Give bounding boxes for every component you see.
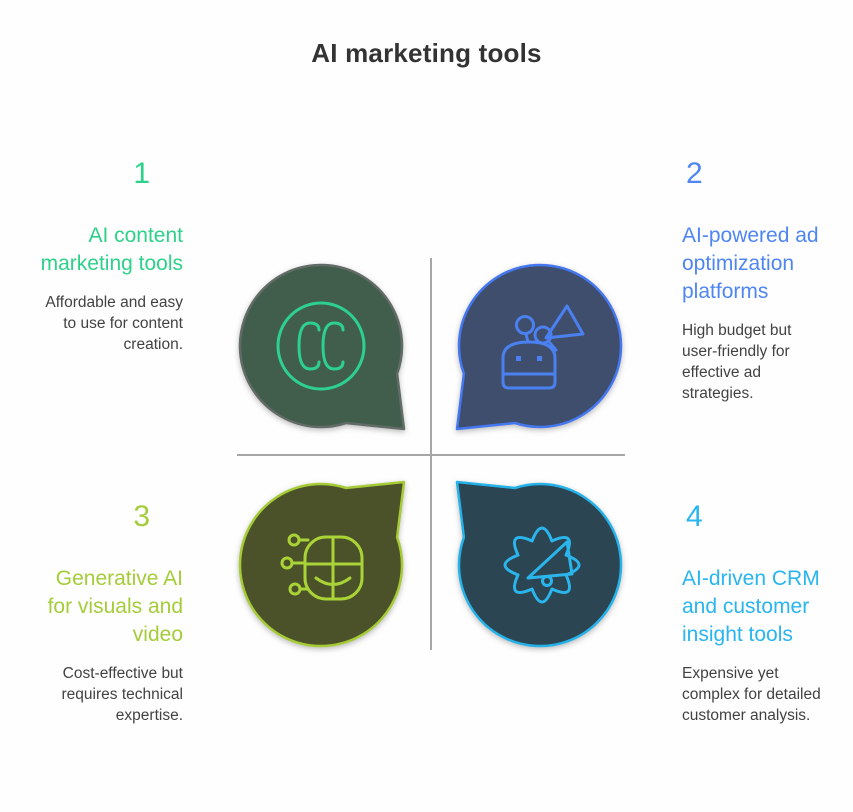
- speech-bubble-crm-tools: [455, 480, 623, 648]
- speech-bubble-shape: [455, 263, 623, 431]
- section-number: 1: [133, 157, 150, 190]
- section-description: Affordable and easy to use for content c…: [45, 294, 183, 353]
- gear-megaphone-icon: [503, 526, 581, 604]
- section-heading: AI-driven CRM and customer insight tools: [682, 567, 820, 646]
- section-description: Expensive yet complex for detailed custo…: [682, 665, 821, 724]
- section-number: 2: [686, 157, 703, 190]
- speech-bubble-generative-ai: [238, 480, 406, 648]
- section-ai-powered-ad-platforms: 2 AI-powered ad optimization platforms H…: [682, 158, 846, 404]
- robot-megaphone-icon: [501, 304, 585, 390]
- section-ai-driven-crm: 4 AI-driven CRM and customer insight too…: [682, 501, 846, 726]
- page-title: AI marketing tools: [311, 38, 542, 68]
- section-number: 3: [133, 500, 150, 533]
- section-description: High budget but user-friendly for effect…: [682, 322, 792, 402]
- section-description: Cost-effective but requires technical ex…: [61, 665, 183, 724]
- speech-bubble-shape: [455, 480, 623, 648]
- section-heading: AI-powered ad optimization platforms: [682, 224, 819, 303]
- section-number: 4: [686, 500, 703, 533]
- closed-captions-icon: [276, 301, 366, 391]
- section-heading: AI content marketing tools: [40, 224, 183, 275]
- speech-bubble-content-tools: [238, 263, 406, 431]
- ai-face-circuit-icon: [280, 533, 364, 601]
- section-heading: Generative AI for visuals and video: [47, 567, 183, 646]
- horizontal-divider-line: [237, 454, 625, 456]
- speech-bubble-ad-platforms: [455, 263, 623, 431]
- section-generative-ai: 3 Generative AI for visuals and video Co…: [20, 501, 183, 726]
- section-ai-content-marketing-tools: 1 AI content marketing tools Affordable …: [20, 158, 183, 355]
